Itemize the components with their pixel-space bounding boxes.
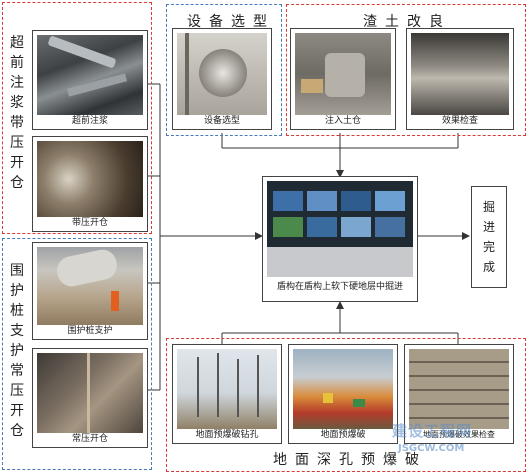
photo-inject-soil-chamber (295, 33, 391, 115)
photo-equipment-selection (177, 33, 267, 115)
group-title-soil: 渣土改良 (363, 14, 451, 30)
photo-drilling (177, 349, 277, 429)
caption-inject-soil-chamber: 注入土仓 (324, 116, 361, 126)
caption-advance-grouting: 超前注浆 (71, 116, 108, 126)
group-pile-normal: 围护桩支护常压开仓 (2, 238, 152, 470)
group-soil-improvement: 渣土改良 (286, 4, 526, 136)
watermark-url: JSGCW.COM (398, 443, 465, 454)
card-inject-soil-chamber: 注入土仓 (290, 28, 396, 130)
photo-blasting-effect (409, 349, 509, 429)
photo-effect-check (411, 33, 509, 115)
caption-pre-blasting: 地面预爆破 (320, 430, 366, 440)
card-advance-grouting: 超前注浆 (32, 30, 148, 130)
card-normal-opening: 常压开仓 (32, 348, 148, 448)
caption-drilling: 地面预爆破钻孔 (195, 430, 259, 440)
group-title-pile: 围护桩支护常压开仓 (10, 263, 24, 439)
result-label: 掘进完成 (482, 200, 495, 274)
card-equipment-selection: 设备选型 (172, 28, 272, 130)
caption-blasting-effect: 地面预爆破效果检查 (423, 430, 495, 439)
photo-pressurized-opening (37, 141, 143, 217)
caption-normal-opening: 常压开仓 (71, 434, 108, 444)
card-pre-blasting: 地面预爆破 (288, 344, 398, 444)
caption-center-tunneling: 盾构在盾构上软下硬地层中掘进 (276, 282, 403, 292)
card-blasting-effect: 地面预爆破效果检查 (404, 344, 514, 444)
card-drilling: 地面预爆破钻孔 (172, 344, 282, 444)
group-deep-hole-blasting: 地面深孔预爆破 (166, 338, 526, 472)
watermark-text: 建设工程网 (392, 422, 473, 440)
group-equipment-selection: 设备选型 (166, 4, 282, 136)
caption-pressurized-opening: 带压开仓 (71, 218, 108, 228)
photo-normal-opening (37, 353, 143, 433)
photo-advance-grouting (37, 35, 143, 115)
caption-effect-check: 效果检查 (441, 116, 478, 126)
card-effect-check: 效果检查 (406, 28, 514, 130)
group-pregrout-pressurized: 超前注浆带压开仓 (2, 2, 152, 234)
caption-pile-support: 围护桩支护 (67, 326, 113, 336)
result-box: 掘进完成 (471, 186, 507, 288)
photo-pile-support (37, 247, 143, 325)
card-center-tunneling: 盾构在盾构上软下硬地层中掘进 (262, 176, 418, 302)
group-title-blasting: 地面深孔预爆破 (273, 452, 427, 468)
card-pile-support: 围护桩支护 (32, 242, 148, 340)
photo-pre-blasting (293, 349, 393, 429)
photo-control-room (267, 181, 413, 277)
card-pressurized-opening: 带压开仓 (32, 136, 148, 232)
group-title-equipment: 设备选型 (187, 14, 275, 30)
caption-equipment-selection: 设备选型 (203, 116, 240, 126)
group-title-pregrout: 超前注浆带压开仓 (10, 35, 24, 191)
